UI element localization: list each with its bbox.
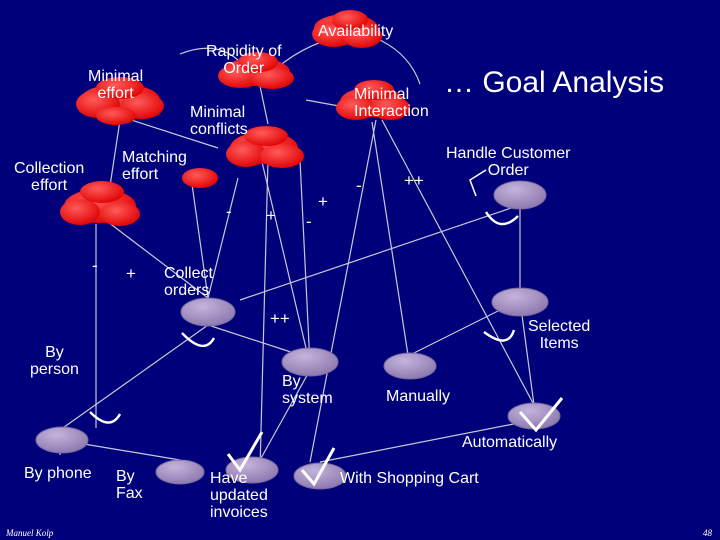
by-system-oval	[281, 347, 339, 377]
contribution-sign: -	[306, 212, 312, 231]
selected-items-label: Selected Items	[528, 318, 591, 352]
availability-label: Availability	[318, 23, 394, 40]
collection-effort-cloud	[60, 181, 140, 226]
minimal-interaction-label: Minimal Interaction	[354, 86, 429, 120]
link-invoices-conflicts	[259, 159, 269, 471]
automatically-label: Automatically	[462, 434, 558, 451]
minimal-effort-cloud	[76, 77, 164, 125]
contribution-sign: -	[356, 176, 362, 195]
by-system-label: By system	[282, 373, 333, 407]
link-cart-interaction	[309, 119, 377, 463]
link-system-conflicts-2	[299, 159, 311, 366]
minimal-conflicts-cloud	[226, 126, 304, 168]
link-collect-matching-2	[189, 169, 209, 299]
page-title: … Goal Analysis	[444, 66, 665, 99]
contribution-sign: +	[318, 192, 328, 211]
shopping-cart-label: With Shopping Cart	[340, 470, 479, 487]
link-effort-rapidity	[179, 47, 239, 61]
link-collect-system	[207, 324, 301, 356]
rapidity-cloud	[218, 52, 294, 89]
handle-order-label: Handle Customer Order	[446, 145, 571, 179]
contribution-sign: +	[126, 264, 136, 283]
softgoal-clouds	[60, 10, 410, 226]
by-fax-label: By Fax	[116, 468, 143, 502]
check-marks	[226, 169, 564, 487]
link-effort-collection	[109, 119, 121, 187]
link-auto-cart	[319, 419, 535, 463]
contribution-sign: +	[266, 206, 276, 225]
collect-orders-oval	[180, 297, 236, 327]
link-manual-interaction	[371, 121, 409, 356]
by-phone-label: By phone	[24, 465, 92, 482]
link-collect-person	[59, 324, 209, 431]
goal-ovals	[35, 180, 561, 490]
link-selected-auto	[519, 299, 535, 406]
link-availability-interaction	[379, 39, 421, 85]
and-arcs	[89, 211, 519, 424]
contribution-sign: -	[92, 256, 98, 275]
link-order-collect	[239, 204, 521, 301]
minimal-interaction-cloud	[336, 80, 410, 120]
and-arc-person	[89, 411, 122, 424]
by-fax-oval	[155, 459, 205, 485]
collection-effort-label: Collection effort	[14, 160, 85, 194]
link-effort-matching	[124, 117, 219, 149]
footer-page-number: 48	[703, 528, 712, 538]
minimal-effort-label: Minimal effort	[88, 68, 144, 102]
link-collect-collection	[107, 221, 209, 299]
invoices-check-icon	[226, 431, 264, 473]
contribution-links	[59, 35, 535, 471]
cart-check-icon	[300, 447, 336, 487]
by-person-label: By person	[30, 344, 79, 378]
rapidity-label: Rapidity of Order	[206, 43, 282, 77]
contribution-sign: ++	[270, 309, 290, 328]
link-system-invoices	[259, 369, 311, 461]
minimal-conflicts-label: Minimal conflicts	[190, 104, 248, 138]
auto-check-icon	[518, 397, 564, 433]
manually-label: Manually	[386, 388, 451, 405]
contribution-sign: -	[226, 202, 232, 221]
link-rapidity-conflicts	[259, 85, 269, 125]
link-collect-matching	[207, 177, 239, 299]
automatically-oval	[507, 402, 561, 430]
link-auto-interaction	[381, 119, 535, 406]
manually-oval	[383, 352, 437, 380]
and-arc-order	[484, 211, 519, 226]
invoices-oval	[225, 456, 279, 484]
order-curve-icon	[469, 169, 487, 197]
have-invoices-label: Have updated invoices	[210, 470, 268, 521]
and-arc-selected	[483, 329, 516, 342]
by-phone-oval	[35, 426, 89, 454]
matching-effort-cloud	[182, 168, 218, 188]
link-system-conflicts	[261, 161, 311, 366]
selected-items-oval	[491, 287, 549, 317]
and-arc-collect	[181, 332, 216, 347]
matching-effort-label: Matching effort	[122, 149, 187, 183]
availability-cloud	[312, 10, 382, 48]
collect-orders-label: Collect orders	[164, 265, 213, 299]
footer-author: Manuel Kolp	[6, 528, 54, 538]
handle-order-oval	[493, 180, 547, 210]
contribution-sign: ++	[404, 171, 424, 190]
